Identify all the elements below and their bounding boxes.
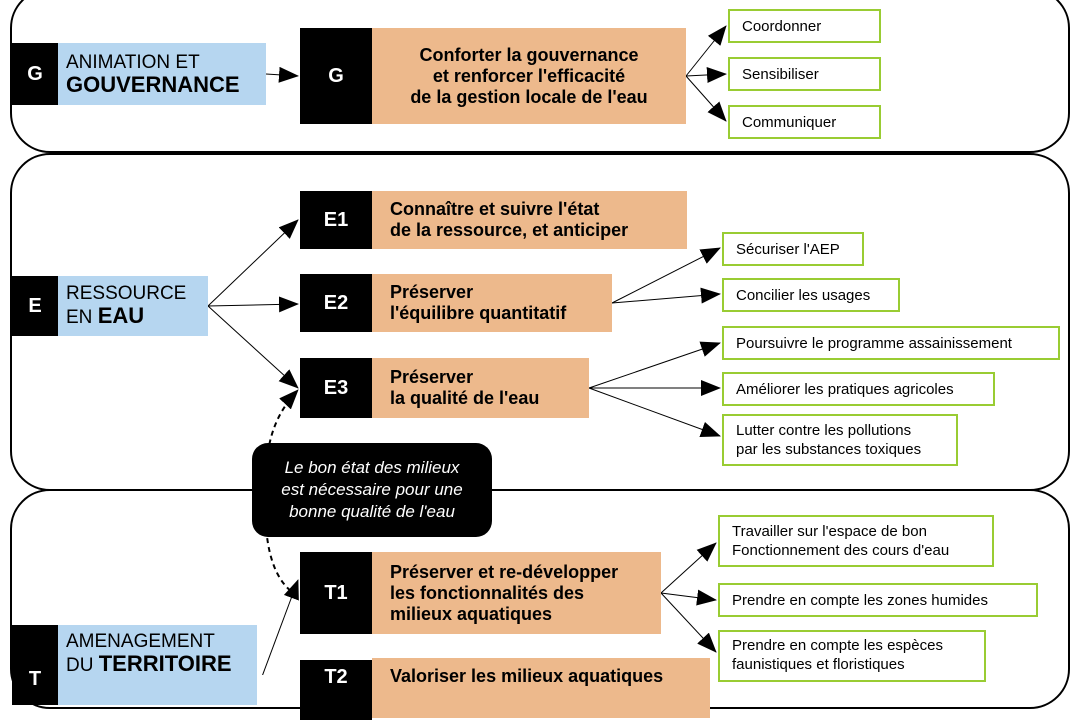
axis-label-resource: RESSOURCE EN EAU [58, 276, 208, 336]
action-concilier-usages: Concilier les usages [722, 278, 900, 312]
connector-arrows [207, 25, 727, 675]
objective-line: Conforter la gouvernance [419, 44, 639, 65]
action-assainissement: Poursuivre le programme assainissement [722, 326, 1060, 360]
action-pratiques-agricoles: Améliorer les pratiques agricoles [722, 372, 995, 406]
objective-code-e2: E2 [300, 274, 372, 332]
objective-t2: Valoriser les milieux aquatiques [372, 658, 710, 718]
axis-label-line1: ANIMATION ET [66, 52, 200, 73]
axis-label-governance: ANIMATION ET GOUVERNANCE [58, 43, 266, 105]
axis-label-territory: AMENAGEMENT DU TERRITOIRE [58, 625, 257, 705]
action-securiser-aep: Sécuriser l'AEP [722, 232, 864, 266]
axis-label-line2: DU TERRITOIRE [66, 651, 232, 677]
objective-code-t1: T1 [300, 552, 372, 634]
objective-line: de la gestion locale de l'eau [410, 86, 648, 107]
objective-code-e1: E1 [300, 191, 372, 249]
action-communiquer: Communiquer [728, 105, 881, 139]
axis-label-line2: EN EAU [66, 303, 145, 329]
axis-code-e: E [12, 276, 58, 336]
objective-line: et renforcer l'efficacité [432, 65, 626, 86]
action-zones-humides: Prendre en compte les zones humides [718, 583, 1038, 617]
axis-code-g: G [12, 43, 58, 105]
axis-label-line1: AMENAGEMENT [66, 631, 215, 652]
objective-g: Conforter la gouvernance et renforcer l'… [372, 28, 686, 124]
axis-code-t: T [12, 625, 58, 705]
action-coordonner: Coordonner [728, 9, 881, 43]
axis-label-line1: RESSOURCE [66, 283, 187, 304]
objective-code-e3: E3 [300, 358, 372, 418]
action-sensibiliser: Sensibiliser [728, 57, 881, 91]
axis-label-line2: GOUVERNANCE [66, 72, 240, 97]
objective-code-t2: T2 [300, 660, 372, 720]
objective-code-g: G [300, 28, 372, 124]
